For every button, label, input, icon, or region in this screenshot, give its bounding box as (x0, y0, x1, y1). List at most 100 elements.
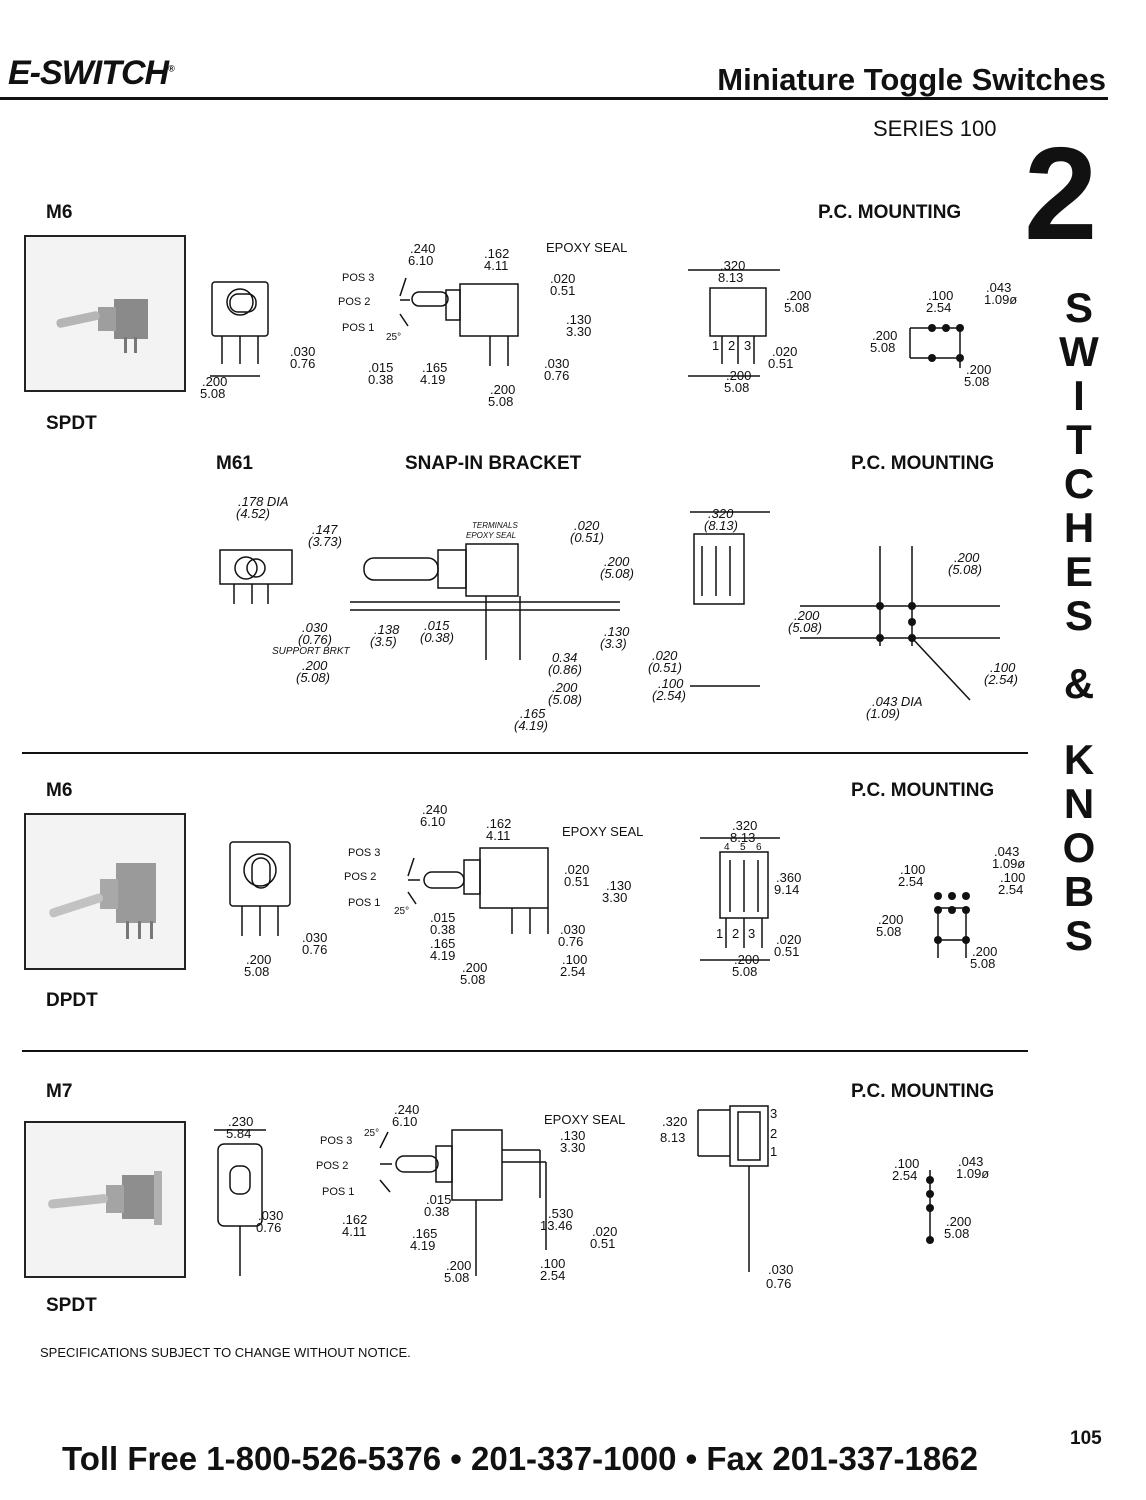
dim-label: .020 (772, 344, 797, 359)
dim-label: (0.38) (420, 630, 454, 645)
contact-footer: Toll Free 1-800-526-5376 • 201-337-1000 … (62, 1440, 978, 1477)
dim-label: 9.14 (774, 882, 799, 897)
pin-number: 5 (740, 842, 746, 853)
dim-label: 5.08 (244, 964, 269, 979)
dim-label: 0.76 (302, 942, 327, 957)
dim-label: .200 (786, 288, 811, 303)
dim-label: (5.08) (788, 620, 822, 635)
dim-label: (1.09) (866, 706, 900, 721)
dim-label: (2.54) (652, 688, 686, 703)
dim-label: .165 (412, 1226, 437, 1241)
m7-spdt-drawings: .230 5.84 .030 0.76 .240 6.10 EPOXY SEAL… (214, 1102, 989, 1291)
dim-label: 1.09ø (956, 1166, 989, 1181)
dim-label: (4.52) (236, 506, 270, 521)
dim-label: 2.54 (898, 874, 923, 889)
dim-label: .020 (550, 271, 575, 286)
dim-label: (0.76) (298, 632, 332, 647)
dim-label: 5.08 (200, 386, 225, 401)
switch-photo-illustration (49, 863, 156, 939)
dim-label: 8.13 (718, 270, 743, 285)
product-photo (24, 1121, 186, 1278)
dim-label: POS 1 (348, 897, 380, 909)
dim-label: 8.13 (730, 830, 755, 845)
side-letter: S (1064, 284, 1093, 331)
dim-label: (3.5) (370, 634, 397, 649)
dim-label: .320 (732, 818, 757, 833)
dim-label: .320 (720, 258, 745, 273)
dim-label: .240 (422, 802, 447, 817)
dim-label: .200 (972, 944, 997, 959)
dim-label: (5.08) (548, 692, 582, 707)
pin-number: 2 (728, 338, 735, 353)
dim-label: 4.19 (420, 372, 445, 387)
dim-label: 5.08 (964, 374, 989, 389)
dim-label: .200 (604, 554, 630, 569)
dim-label: (2.54) (984, 672, 1018, 687)
dim-label: 25° (364, 1128, 379, 1139)
dim-label: .020 (564, 862, 589, 877)
dim-label: (8.13) (704, 518, 738, 533)
dim-label: 0.76 (290, 356, 315, 371)
dim-label: 0.51 (774, 944, 799, 959)
dim-label: 0.38 (424, 1204, 449, 1219)
dim-label: .020 (574, 518, 600, 533)
dim-label: (5.08) (296, 670, 330, 685)
dim-label: 6.10 (392, 1114, 417, 1129)
dim-label: .200 (872, 328, 897, 343)
dim-label: 5.08 (876, 924, 901, 939)
mount-label: P.C. MOUNTING (851, 1081, 995, 1102)
dim-label: 5.08 (870, 340, 895, 355)
dim-label: (0.86) (548, 662, 582, 677)
model-label: M7 (46, 1081, 73, 1102)
dim-label: 5.08 (732, 964, 757, 979)
dim-label: .130 (604, 624, 630, 639)
product-photo (24, 813, 186, 970)
m61-drawings: .178 DIA (4.52) .147 (3.73) TERMINALS EP… (219, 494, 1018, 733)
dim-label: .100 (894, 1156, 919, 1171)
pin-number: 2 (770, 1126, 777, 1141)
dim-label: POS 3 (342, 272, 374, 284)
dim-label: .240 (410, 241, 435, 256)
dim-label: (3.73) (308, 534, 342, 549)
m6-dpdt-drawings: .240 6.10 .162 4.11 EPOXY SEAL POS 3 POS… (229, 802, 1025, 987)
pin-number: 1 (716, 926, 723, 941)
dim-label: .200 (446, 1258, 471, 1273)
dim-label: 4.11 (486, 828, 510, 843)
dim-label: 13.46 (540, 1218, 573, 1233)
side-letter: S (1064, 592, 1093, 639)
dim-label: 0.76 (766, 1276, 791, 1291)
dim-label: 0.76 (544, 368, 569, 383)
dim-label: .030 (560, 922, 585, 937)
dim-label: 0.38 (368, 372, 393, 387)
dim-label: 0.76 (558, 934, 583, 949)
dim-label: .043 (958, 1154, 983, 1169)
dim-label: 25° (394, 906, 409, 917)
dim-label: .200 (794, 608, 820, 623)
dim-label: .100 (1000, 870, 1025, 885)
dim-label: 6.10 (408, 253, 433, 268)
dim-label: 4.19 (410, 1238, 435, 1253)
dim-label: .200 (246, 952, 271, 967)
m6-spdt-drawings: .240 6.10 .162 4.11 EPOXY SEAL POS 3 POS… (200, 240, 1017, 409)
type-label: SPDT (46, 1295, 97, 1316)
mount-label: P.C. MOUNTING (851, 453, 995, 474)
pin-number: 1 (770, 1144, 777, 1159)
page-title: Miniature Toggle Switches (717, 62, 1106, 97)
chapter-number: 2 (1024, 120, 1098, 267)
dim-label: .165 (520, 706, 546, 721)
dim-label: 0.51 (768, 356, 793, 371)
dim-label: POS 2 (316, 1160, 348, 1172)
dim-label: POS 2 (344, 871, 376, 883)
dim-label: 4.19 (430, 948, 455, 963)
dim-label: .360 (776, 870, 801, 885)
dim-label: .100 (658, 676, 684, 691)
dim-label: POS 3 (320, 1135, 352, 1147)
dim-label: .138 (374, 622, 400, 637)
dim-label: .043 (994, 844, 1019, 859)
dim-label: .162 (342, 1212, 367, 1227)
side-letter: S (1064, 912, 1093, 959)
logo-text: E-SWITCH (8, 54, 169, 92)
dim-label: .320 (662, 1114, 687, 1129)
model-label: M61 (216, 453, 253, 474)
dim-label: 5.08 (488, 394, 513, 409)
